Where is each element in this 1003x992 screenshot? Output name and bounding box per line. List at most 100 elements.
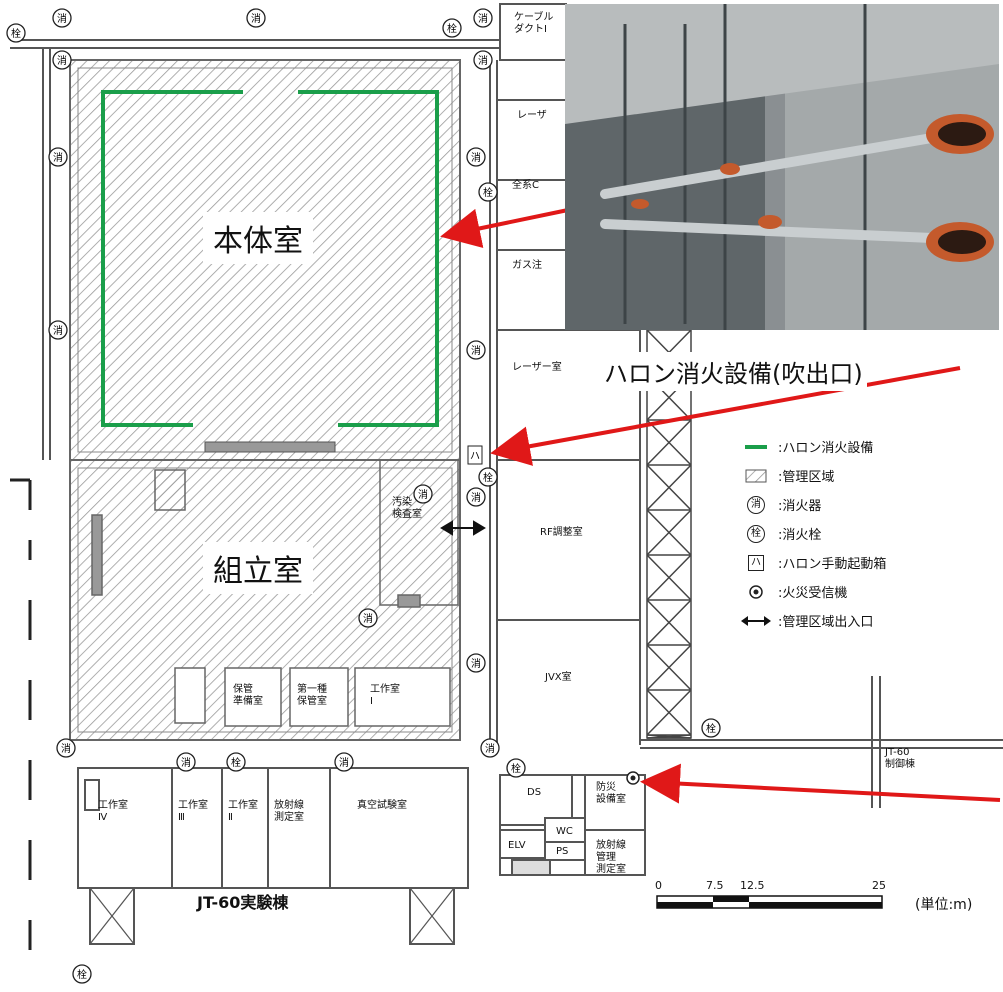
extinguisher-icon: 消	[56, 738, 76, 758]
hydrant-icon: 栓	[442, 18, 462, 38]
scale-tick: 12.5	[740, 879, 765, 892]
extinguisher-icon: 消	[466, 340, 486, 360]
halon-equipment-lines	[101, 90, 439, 427]
room-label-contam: 汚染検査室	[392, 495, 422, 520]
legend-item: 栓 :消火栓	[738, 519, 886, 548]
svg-text:消: 消	[57, 12, 67, 25]
hydrant-icon: 栓	[478, 182, 498, 202]
legend: :ハロン消火設備 :管理区域 消 :消火器 栓 :消火栓 ハ :ハロン手動起動箱…	[738, 432, 886, 635]
legend-item: ハ :ハロン手動起動箱	[738, 548, 886, 577]
scale-tick: 0	[655, 879, 662, 892]
svg-text:消: 消	[181, 756, 191, 769]
scale-tick: 7.5	[706, 879, 724, 892]
svg-text:消: 消	[53, 151, 63, 164]
extinguisher-icon: 消	[413, 484, 433, 504]
extinguisher-icon: 消	[246, 8, 266, 28]
extinguisher-icon: 消	[466, 147, 486, 167]
building-name: JT-60実験棟	[197, 893, 289, 912]
extinguisher-icon: 消	[176, 752, 196, 772]
extinguisher-icon: 消	[52, 50, 72, 70]
hydrant-icon: 栓	[478, 467, 498, 487]
hydrant-icon: 栓	[701, 718, 721, 738]
svg-text:消: 消	[478, 54, 488, 67]
arrow-to-halon-box	[490, 366, 961, 466]
room-label-laser-1: レーザ	[517, 109, 547, 121]
room-label-rf: RF調整室	[540, 525, 583, 538]
room-label-ds: DS	[527, 787, 541, 798]
svg-text:栓: 栓	[483, 186, 493, 199]
svg-text:消: 消	[363, 612, 373, 625]
hydrant-icon: 栓	[226, 752, 246, 772]
room-label-rad-meas: 放射線測定室	[274, 798, 304, 823]
legend-item: :ハロン消火設備	[738, 432, 886, 461]
arrow-to-receiver	[640, 763, 1001, 804]
svg-text:消: 消	[339, 756, 349, 769]
room-label-vacuum: 真空試験室	[357, 798, 407, 811]
extinguisher-icon: 消	[48, 320, 68, 340]
scale-bar	[656, 895, 883, 909]
svg-text:消: 消	[478, 12, 488, 25]
hydrant-icon: 栓	[506, 758, 526, 778]
extinguisher-icon: 消	[473, 50, 493, 70]
receiver-icon	[738, 584, 774, 600]
scale-tick: 25	[872, 879, 886, 892]
green-line-icon	[738, 444, 774, 449]
room-label-storage-prep: 保管準備室	[233, 682, 263, 707]
hatch-icon	[738, 469, 774, 483]
scale-unit: (単位:m)	[915, 897, 973, 913]
svg-text:栓: 栓	[511, 762, 521, 775]
svg-text:栓: 栓	[231, 756, 241, 769]
legend-item: 消 :消火器	[738, 490, 886, 519]
svg-text:消: 消	[53, 324, 63, 337]
extinguisher-icon: 消	[480, 738, 500, 758]
extinguisher-icon: 消	[52, 8, 72, 28]
room-label-rad-mgmt: 放射線管理測定室	[596, 838, 626, 875]
svg-text:消: 消	[471, 151, 481, 164]
svg-text:消: 消	[251, 12, 261, 25]
svg-text:栓: 栓	[77, 968, 87, 981]
halon-nozzle-photo	[565, 4, 999, 330]
halon-caption: ハロン消火設備(吹出口)	[600, 352, 867, 391]
main-room-label: 本体室	[203, 212, 313, 264]
svg-text:消: 消	[485, 742, 495, 755]
room-label-wc: WC	[556, 826, 573, 837]
extinguisher-icon: 消	[334, 752, 354, 772]
svg-text:栓: 栓	[706, 722, 716, 735]
legend-item: :管理区域出入口	[738, 606, 886, 635]
fire-receiver	[626, 771, 640, 785]
svg-text:消: 消	[57, 54, 67, 67]
legend-item: :管理区域	[738, 461, 886, 490]
svg-text:消: 消	[418, 488, 428, 501]
halon-box-label: ハ	[470, 451, 480, 462]
room-label-cable-duct: ケーブルダクトⅠ	[514, 10, 553, 35]
room-label-ps: PS	[556, 846, 568, 857]
hydrant-icon: 栓	[738, 524, 774, 543]
extinguisher-icon: 消	[358, 608, 378, 628]
room-label-laser-2: レーザー室	[512, 360, 562, 373]
svg-text:消: 消	[471, 344, 481, 357]
svg-text:栓: 栓	[11, 27, 21, 40]
legend-item: :火災受信機	[738, 577, 886, 606]
svg-text:消: 消	[471, 657, 481, 670]
room-label-elv: ELV	[508, 840, 526, 851]
halon-box-icon: ハ	[738, 554, 774, 571]
svg-text:消: 消	[61, 742, 71, 755]
extinguisher-icon: 消	[738, 495, 774, 514]
svg-text:栓: 栓	[483, 471, 493, 484]
extinguisher-icon: 消	[466, 653, 486, 673]
extinguisher-icon: 消	[48, 147, 68, 167]
controlled-area-entrance	[440, 520, 486, 536]
room-label-jvx: JVX室	[544, 670, 572, 683]
extinguisher-icon: 消	[466, 487, 486, 507]
halon-manual-box	[467, 445, 483, 465]
room-label-storage-1: 第一種保管室	[297, 682, 327, 707]
room-label-gas: ガス注	[512, 258, 542, 271]
assembly-room-label: 組立室	[203, 542, 313, 594]
hydrant-icon: 栓	[72, 964, 92, 984]
